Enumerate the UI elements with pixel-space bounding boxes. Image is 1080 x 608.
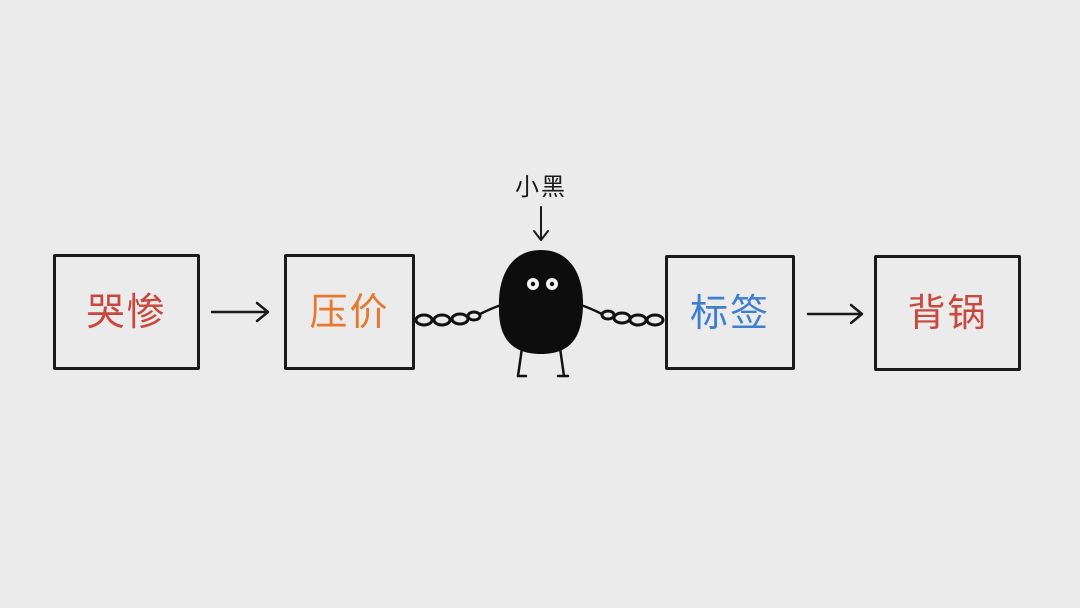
node-label-4: 背锅 [907, 291, 988, 335]
node-label-1: 哭惨 [86, 290, 167, 334]
node-label-2: 压价 [309, 290, 390, 334]
node-label-3: 标签 [689, 290, 770, 335]
right-arrow-icon [210, 301, 270, 323]
character-name-label: 小黑 [515, 173, 567, 201]
right-chain-icon [600, 309, 665, 327]
down-arrow-icon [533, 206, 549, 241]
character-body [498, 250, 584, 354]
chained-character [414, 250, 665, 378]
node-box-2: 压价 [284, 254, 415, 370]
node-box-1: 哭惨 [53, 254, 200, 370]
node-box-3: 标签 [665, 255, 795, 370]
right-leg [558, 346, 566, 378]
node-box-4: 背锅 [874, 255, 1021, 371]
right-arrow-icon [806, 303, 864, 325]
left-chain-icon [414, 310, 482, 327]
left-leg [516, 346, 524, 378]
